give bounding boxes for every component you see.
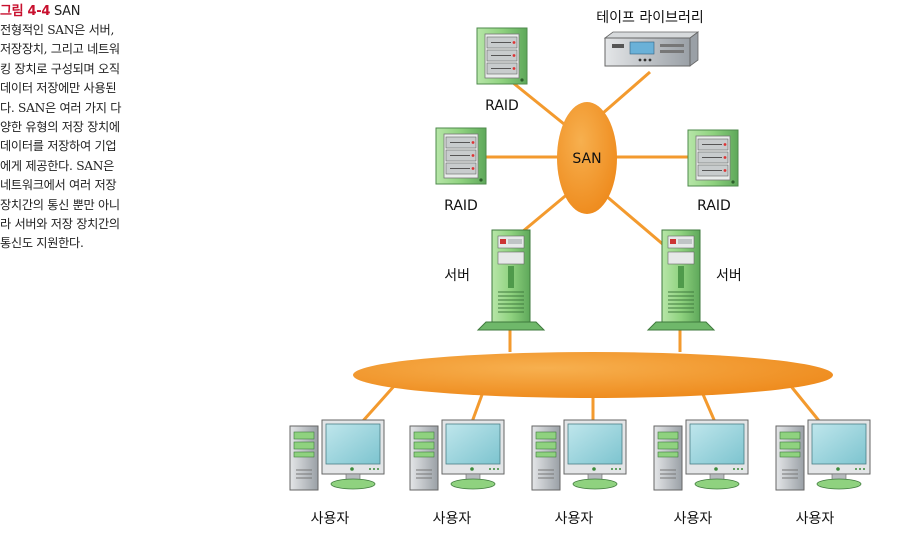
user-label: 사용자 [433, 511, 472, 527]
user-workstation-icon [653, 419, 749, 491]
user-workstation-icon [289, 419, 385, 491]
raid-top-label: RAID [485, 98, 519, 114]
caption-line: 라 서버와 저장 장치간의 [0, 217, 120, 232]
figure-caption: 그림 4-4 SAN 전형적인 SAN은 서버, 저장장치, 그리고 네트워 킹… [0, 2, 210, 254]
caption-line: 전형적인 SAN은 서버, [0, 23, 115, 37]
caption-line: 양한 유형의 저장 장치에 [0, 120, 120, 135]
figure-title: SAN [53, 4, 81, 19]
tape-library-icon [603, 31, 700, 67]
caption-line: 네트워크에서 여러 저장 [0, 178, 117, 193]
caption-line: 데이터 저장에만 사용된 [0, 81, 117, 96]
raid-right-icon [687, 129, 739, 187]
caption-line: 다. SAN은 여러 가지 다 [0, 100, 122, 115]
lan-connection-lines [360, 384, 822, 423]
server-left-label: 서버 [444, 268, 470, 284]
raid-right-label: RAID [697, 198, 731, 214]
caption-line: 데이터를 저장하여 기업 [0, 139, 117, 154]
server-left-icon [477, 229, 545, 331]
user-label: 사용자 [311, 511, 350, 527]
lan-network [353, 352, 833, 398]
user-workstation-icon [531, 419, 627, 491]
caption-line: 통신도 지원한다. [0, 236, 84, 251]
san-hub-label: SAN [572, 151, 601, 167]
caption-line: 저장장치, 그리고 네트워 [0, 42, 120, 57]
san-hub [557, 102, 617, 214]
raid-top-icon [476, 27, 528, 85]
caption-line: 킹 장치로 구성되며 오직 [0, 61, 120, 76]
user-workstation-icon [775, 419, 871, 491]
server-right-label: 서버 [716, 268, 742, 284]
server-right-icon [647, 229, 715, 331]
figure-number: 그림 4-4 [0, 4, 51, 19]
caption-title: 그림 4-4 SAN [0, 2, 210, 21]
user-label: 사용자 [796, 511, 835, 527]
raid-left-icon [435, 127, 487, 185]
caption-line: 에게 제공한다. SAN은 [0, 158, 115, 173]
user-workstation-icon [409, 419, 505, 491]
caption-line: 장치간의 통신 뿐만 아니 [0, 197, 120, 212]
tape-library-label: 테이프 라이브러리 [596, 10, 704, 26]
user-label: 사용자 [674, 511, 713, 527]
user-label: 사용자 [555, 511, 594, 527]
raid-left-label: RAID [444, 198, 478, 214]
